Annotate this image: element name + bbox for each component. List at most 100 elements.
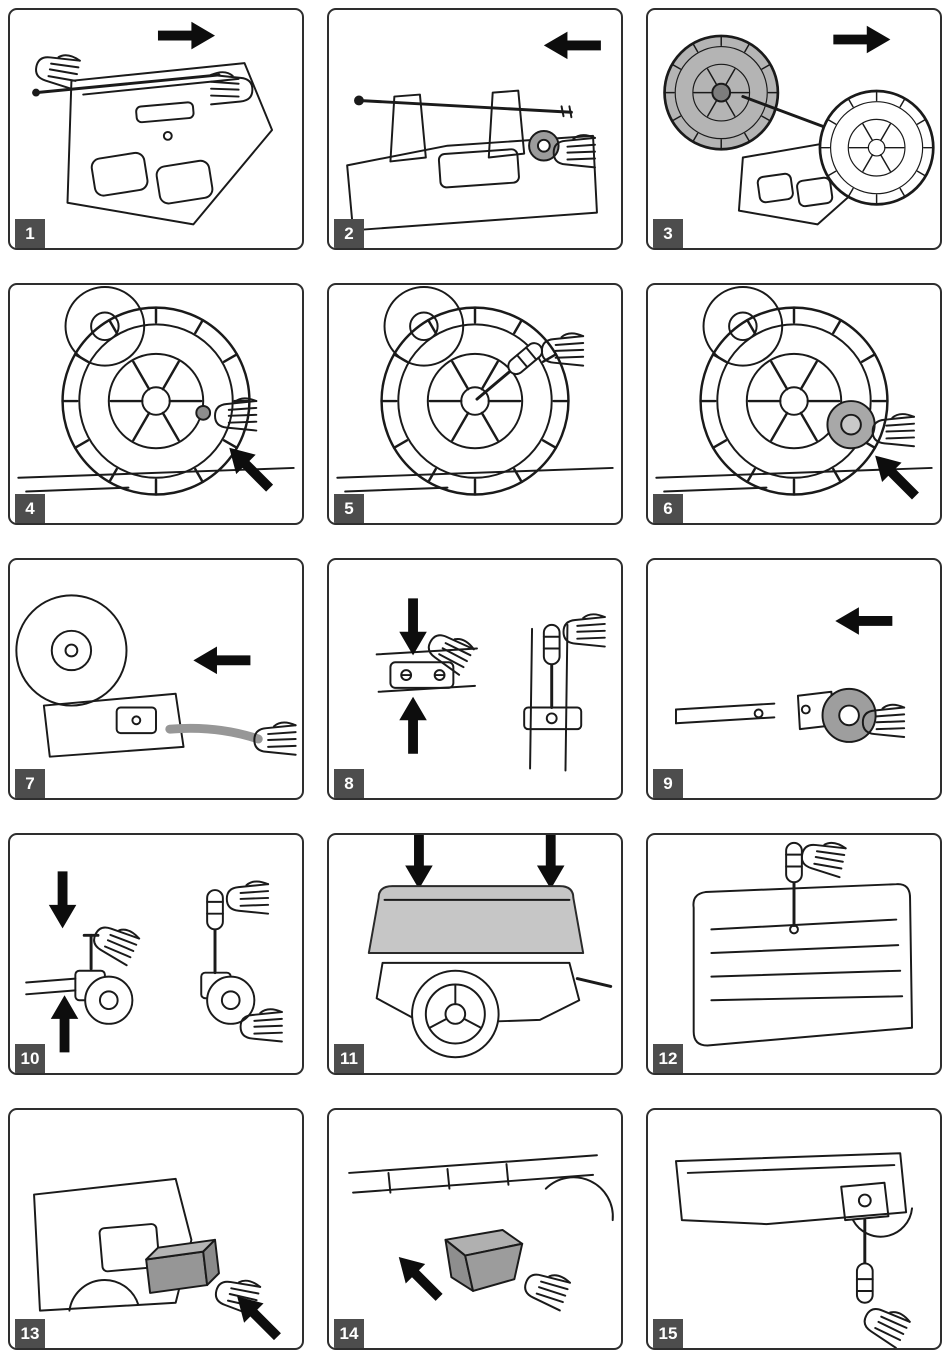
- step-panel-13: 13: [8, 1108, 304, 1350]
- step-7-illustration: [15, 594, 297, 758]
- mounting-bracket: [389, 661, 455, 689]
- arrow-up-icon: [398, 695, 428, 755]
- wheel-arch: [544, 1176, 614, 1222]
- step-number-badge: 11: [334, 1044, 364, 1073]
- rear-wheel: [383, 285, 465, 367]
- frame-rail: [348, 1154, 598, 1174]
- step-panel-10: 10: [8, 833, 304, 1075]
- front-wheel: [699, 306, 889, 496]
- step-12-illustration: [692, 836, 914, 1047]
- step-number-badge: 3: [653, 219, 683, 248]
- trailer-wheel: [411, 969, 500, 1059]
- arrow-left-icon: [834, 606, 894, 636]
- step-4-illustration: [17, 285, 295, 499]
- step-2-illustration: [346, 30, 602, 232]
- tailgate-panel: [692, 883, 914, 1047]
- hand-icon: [210, 71, 254, 106]
- step-number-badge: 7: [15, 769, 45, 798]
- hand-icon: [858, 1299, 912, 1348]
- step-panel-4: 4: [8, 283, 304, 525]
- hand-icon: [88, 917, 142, 967]
- step-panel-14: 14: [327, 1108, 623, 1350]
- step-number-badge: 13: [15, 1319, 45, 1348]
- caster-wheel: [84, 975, 134, 1025]
- hand-icon: [225, 880, 270, 915]
- step-panel-7: 7: [8, 558, 304, 800]
- rear-wheel: [15, 594, 128, 707]
- step-panel-9: 9: [646, 558, 942, 800]
- step-panel-1: 1: [8, 8, 304, 250]
- trailer-base: [375, 961, 581, 1025]
- axle-rod: [357, 99, 573, 114]
- step-panel-12: 12: [646, 833, 942, 1075]
- step-11-illustration: [367, 835, 613, 1059]
- step-panel-8: 8: [327, 558, 623, 800]
- hand-icon: [32, 48, 82, 91]
- step-number-badge: 12: [653, 1044, 683, 1073]
- hub-retainer: [195, 404, 212, 421]
- hand-icon: [798, 836, 848, 879]
- arrow-down-icon: [404, 835, 434, 891]
- step-6-illustration: [655, 285, 933, 507]
- step-10-illustration: [25, 870, 283, 1054]
- step-3-illustration: [663, 24, 935, 226]
- rear-wheel: [64, 285, 146, 367]
- step-number-badge: 15: [653, 1319, 683, 1348]
- mounting-bracket: [523, 706, 583, 731]
- screwdriver-icon: [542, 623, 562, 709]
- step-15-illustration: [675, 1152, 914, 1348]
- step-14-illustration: [348, 1154, 614, 1312]
- screwdriver-icon: [470, 338, 547, 407]
- step-panel-15: 15: [646, 1108, 942, 1350]
- hand-icon: [520, 1265, 572, 1312]
- step-number-badge: 6: [653, 494, 683, 523]
- arrow-down-icon: [535, 835, 566, 891]
- rear-wheel: [702, 285, 784, 367]
- chassis-outline: [66, 62, 274, 226]
- screwdriver-icon: [784, 841, 804, 927]
- caster-wheel: [206, 975, 256, 1025]
- arrow-up-icon: [49, 994, 80, 1054]
- step-1-illustration: [32, 20, 274, 226]
- arrow-up-left-icon: [388, 1246, 450, 1309]
- step-panel-11: 11: [327, 833, 623, 1075]
- hand-icon: [871, 413, 915, 448]
- vehicle-rear-body: [42, 692, 185, 758]
- chassis-base: [346, 134, 598, 232]
- front-wheel: [380, 306, 570, 496]
- step-number-badge: 2: [334, 219, 364, 248]
- vehicle-underside: [675, 1152, 908, 1226]
- arrow-left-icon: [192, 645, 252, 676]
- hand-icon: [562, 613, 606, 648]
- arrow-right-icon: [832, 24, 892, 55]
- step-5-illustration: [336, 285, 614, 496]
- axle-rod: [34, 73, 221, 95]
- step-number-badge: 8: [334, 769, 364, 798]
- hand-icon: [552, 134, 596, 169]
- arrow-left-icon: [542, 30, 602, 61]
- step-panel-2: 2: [327, 8, 623, 250]
- step-number-badge: 4: [15, 494, 45, 523]
- step-number-badge: 14: [334, 1319, 364, 1348]
- screwdriver-icon: [855, 1218, 875, 1305]
- step-9-illustration: [675, 606, 906, 743]
- step-number-badge: 10: [15, 1044, 45, 1073]
- step-number-badge: 9: [653, 769, 683, 798]
- step-8-illustration: [375, 597, 606, 772]
- step-13-illustration: [33, 1177, 289, 1348]
- arrow-down-icon: [47, 870, 78, 930]
- cart-tub: [367, 885, 585, 954]
- battery-compartment: [98, 1223, 161, 1273]
- screwdriver-icon: [205, 888, 225, 975]
- arrow-up-left-icon: [864, 444, 927, 507]
- arrow-down-icon: [398, 597, 428, 657]
- step-number-badge: 5: [334, 494, 364, 523]
- step-panel-3: 3: [646, 8, 942, 250]
- right-wheel: [818, 89, 935, 206]
- step-panel-6: 6: [646, 283, 942, 525]
- hitch-tongue: [575, 977, 613, 988]
- arrow-right-icon: [156, 20, 216, 51]
- tow-bar: [165, 723, 263, 744]
- hand-icon: [540, 332, 585, 367]
